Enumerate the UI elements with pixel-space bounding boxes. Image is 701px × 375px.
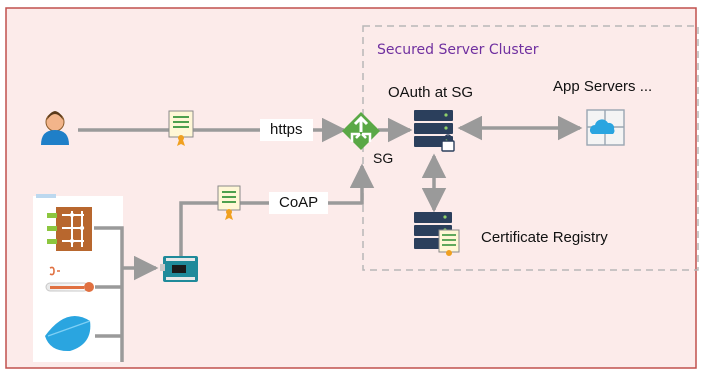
cloud-server-icon <box>586 109 625 146</box>
coap-label: CoAP <box>269 192 329 214</box>
certificate-icon <box>168 110 194 146</box>
server-lock-icon <box>414 110 455 152</box>
sensor-bus-line <box>94 226 124 362</box>
water-drop-icon <box>45 316 91 352</box>
https-label: https <box>260 119 313 141</box>
sg-label: SG <box>373 150 394 166</box>
sensor-panel-tab <box>36 194 56 198</box>
sensor-board-icon <box>47 207 92 251</box>
microcontroller-board-icon <box>160 256 198 282</box>
thermometer-icon <box>45 266 94 292</box>
certificate-icon <box>217 185 241 220</box>
cluster-title: Secured Server Cluster <box>377 42 539 58</box>
app-servers-label: App Servers ... <box>553 78 653 95</box>
gateway-router-icon <box>342 112 380 150</box>
certificate-registry-label: Certificate Registry <box>481 229 608 246</box>
server-certificate-icon <box>414 212 460 256</box>
user-icon <box>41 111 69 145</box>
oauth-label: OAuth at SG <box>388 84 474 101</box>
